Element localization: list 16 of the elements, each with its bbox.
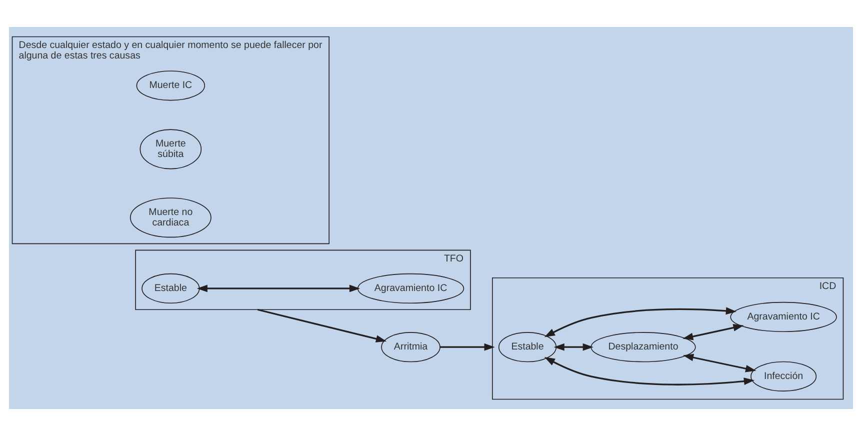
arrow	[544, 306, 737, 337]
node-ellipse: Muerte súbita	[140, 128, 202, 169]
node-ellipse: Muerte IC	[136, 70, 206, 100]
node-ellipse: Infección	[750, 360, 817, 391]
arrow	[682, 353, 756, 372]
node-ellipse: Agravamiento IC	[357, 272, 464, 304]
arrow	[440, 342, 495, 350]
node-ellipse: Estable	[142, 272, 200, 304]
arrow	[257, 308, 387, 342]
node-ellipse: Arritmia	[381, 332, 440, 362]
node-ellipse: Muerte no cardiaca	[130, 197, 212, 238]
arrow	[682, 324, 744, 340]
arrow	[554, 342, 594, 350]
arrow	[196, 284, 360, 292]
node-ellipse: Estable	[498, 332, 557, 362]
arrow	[544, 356, 755, 385]
